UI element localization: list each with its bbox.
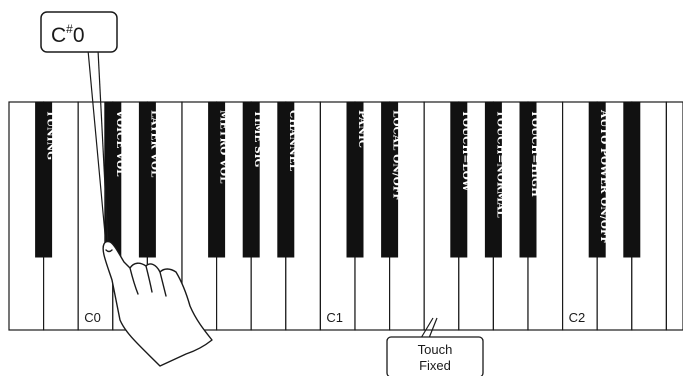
black-key bbox=[624, 102, 640, 257]
black-key-label: PANIC bbox=[356, 110, 368, 148]
octave-label: C1 bbox=[326, 310, 343, 325]
touch-fixed-line2: Fixed bbox=[419, 358, 451, 373]
touch-fixed-line1: Touch bbox=[418, 342, 453, 357]
white-key bbox=[666, 102, 683, 330]
black-key-label: TIME SIG bbox=[252, 110, 264, 168]
black-key-label: AUTO POWER ON/OFF bbox=[598, 109, 610, 244]
black-key-label: CHANNEL bbox=[287, 110, 299, 172]
octave-label: C0 bbox=[84, 310, 101, 325]
black-key-label: TOUCH=NORMAL bbox=[494, 110, 506, 218]
black-key-label: LOCAL ON/OFF bbox=[391, 110, 403, 201]
black-key-label: METRO VOL bbox=[218, 110, 230, 184]
black-key-label: TUNING bbox=[45, 110, 57, 160]
black-key-label: TOUCH=LOW bbox=[460, 110, 472, 192]
black-key-label: VOICE VOL bbox=[114, 109, 126, 177]
black-key-label: LAYER VOL bbox=[148, 110, 160, 178]
black-key-label: TOUCH=HIGH bbox=[529, 110, 541, 197]
black-key: AUTO POWER ON/OFF bbox=[589, 102, 610, 257]
octave-label: C2 bbox=[569, 310, 586, 325]
